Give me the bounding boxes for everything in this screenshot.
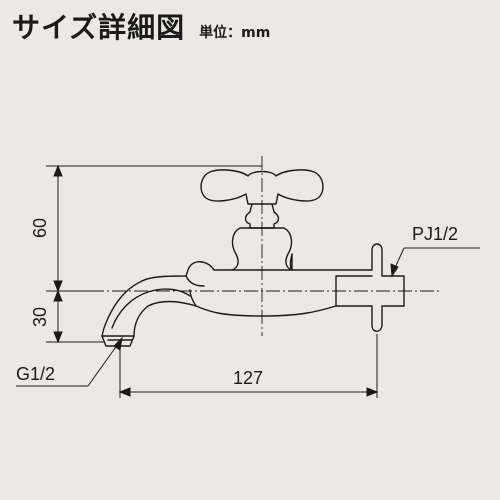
vertical-dimension [53,164,63,344]
dimension-label-30: 30 [30,307,50,327]
page-title: サイズ詳細図 [12,11,186,44]
unit-label: 単位：mm [199,25,271,41]
centerlines [90,156,440,336]
faucet-outline [101,169,405,347]
header: サイズ詳細図 単位：mm [12,6,270,46]
horizontal-dimension [118,387,379,397]
cross-handle [200,169,324,205]
dimension-label-60: 60 [30,218,50,238]
thread-label-g: G1/2 [16,364,55,384]
thread-label-pj: PJ1/2 [412,224,458,244]
spout-inner [111,288,191,329]
body [101,243,405,337]
leaders [16,247,480,387]
extension-lines [46,165,378,398]
dimension-label-127: 127 [233,368,263,388]
